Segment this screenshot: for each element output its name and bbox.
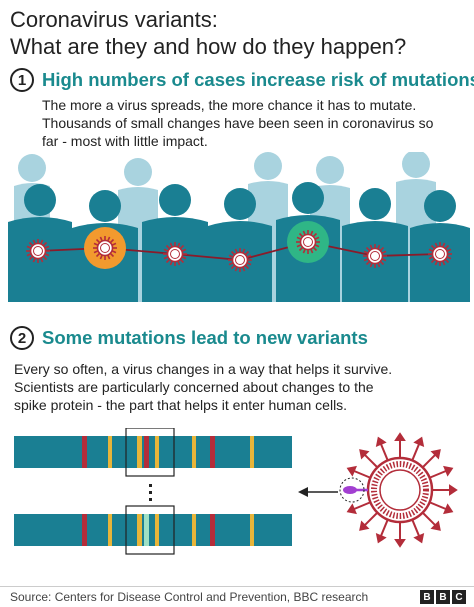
section-1-text: The more a virus spreads, the more chanc… — [42, 96, 467, 150]
section-2-number: 2 — [10, 326, 34, 350]
page-title: Coronavirus variants: What are they and … — [10, 6, 470, 60]
section-1-header: 1 High numbers of cases increase risk of… — [10, 68, 474, 92]
bbc-logo-letter-1: B — [420, 590, 434, 604]
bbc-logo-letter-3: C — [452, 590, 466, 604]
section-2-text: Every so often, a virus changes in a way… — [14, 360, 469, 414]
section-1-number: 1 — [10, 68, 34, 92]
crowd-illustration — [8, 152, 470, 302]
title-line-1: Coronavirus variants: — [10, 7, 218, 32]
bbc-logo-letter-2: B — [436, 590, 450, 604]
genome-strip-mutated — [14, 505, 292, 555]
footer: Source: Centers for Disease Control and … — [0, 586, 474, 607]
section-2-text-line-2: Scientists are particularly concerned ab… — [14, 379, 374, 395]
section-1-text-line-3: far - most with little impact. — [42, 133, 208, 149]
section-1-text-line-2: Thousands of small changes have been see… — [42, 115, 434, 131]
section-2-heading: Some mutations lead to new variants — [42, 327, 368, 348]
mutation-diagram — [14, 428, 457, 555]
section-2-text-line-1: Every so often, a virus changes in a way… — [14, 361, 393, 377]
section-1-text-line-1: The more a virus spreads, the more chanc… — [42, 97, 417, 113]
ellipsis-dots — [149, 484, 152, 501]
title-line-2: What are they and how do they happen? — [10, 34, 407, 59]
coronavirus-icon — [339, 432, 457, 547]
section-2-header: 2 Some mutations lead to new variants — [10, 326, 368, 350]
arrow-left-icon — [298, 487, 338, 497]
mutated-spike — [339, 477, 368, 503]
genome-strip-original — [14, 428, 292, 477]
bbc-logo: B B C — [420, 590, 466, 604]
section-1-heading: High numbers of cases increase risk of m… — [42, 69, 474, 90]
section-2-text-line-3: spike protein - the part that helps it e… — [14, 397, 348, 413]
source-text: Source: Centers for Disease Control and … — [10, 590, 369, 604]
